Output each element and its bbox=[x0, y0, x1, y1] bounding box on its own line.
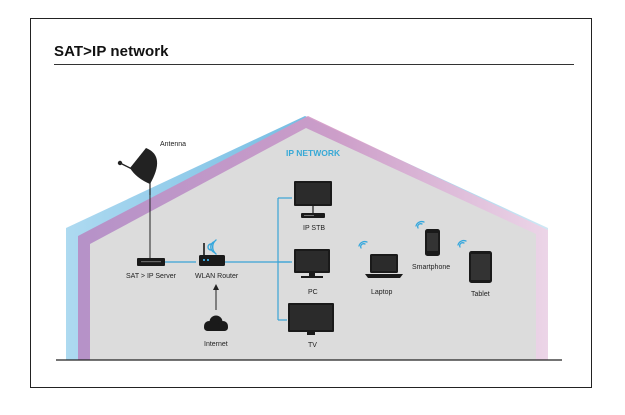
ip-stb-box-icon bbox=[301, 213, 325, 218]
internet-arrow-icon bbox=[213, 284, 219, 310]
router-wifi-icon bbox=[207, 239, 217, 255]
wlan-router-label: WLAN Router bbox=[195, 273, 239, 280]
pc-label: PC bbox=[308, 289, 318, 296]
ip-network-label: IP NETWORK bbox=[286, 148, 341, 158]
tv-label: TV bbox=[308, 342, 317, 349]
internet-label: Internet bbox=[204, 341, 228, 348]
laptop-wifi-icon bbox=[358, 240, 368, 249]
laptop-label: Laptop bbox=[371, 289, 393, 296]
sat-ip-server-icon bbox=[137, 258, 165, 266]
smartphone-label: Smartphone bbox=[412, 264, 450, 271]
satellite-antenna-icon bbox=[117, 148, 158, 195]
tablet-label: Tablet bbox=[471, 291, 490, 298]
page-title: SAT>IP network bbox=[54, 43, 169, 60]
antenna-label: Antenna bbox=[160, 141, 186, 148]
house-interior bbox=[90, 128, 536, 360]
wlan-router-icon bbox=[199, 243, 225, 266]
laptop-icon bbox=[365, 254, 403, 278]
cloud-icon bbox=[204, 315, 228, 331]
pc-monitor-icon bbox=[294, 249, 330, 278]
ip-stb-label: IP STB bbox=[303, 225, 325, 232]
tablet-icon bbox=[469, 251, 492, 283]
tv-icon bbox=[288, 303, 334, 335]
sat-ip-server-label: SAT > IP Server bbox=[126, 273, 177, 280]
smartphone-wifi-icon bbox=[415, 220, 425, 229]
house-outline bbox=[66, 116, 548, 360]
title-divider bbox=[54, 64, 574, 65]
tablet-wifi-icon bbox=[457, 239, 467, 248]
ip-stb-monitor-icon bbox=[294, 181, 332, 213]
smartphone-icon bbox=[425, 229, 440, 256]
